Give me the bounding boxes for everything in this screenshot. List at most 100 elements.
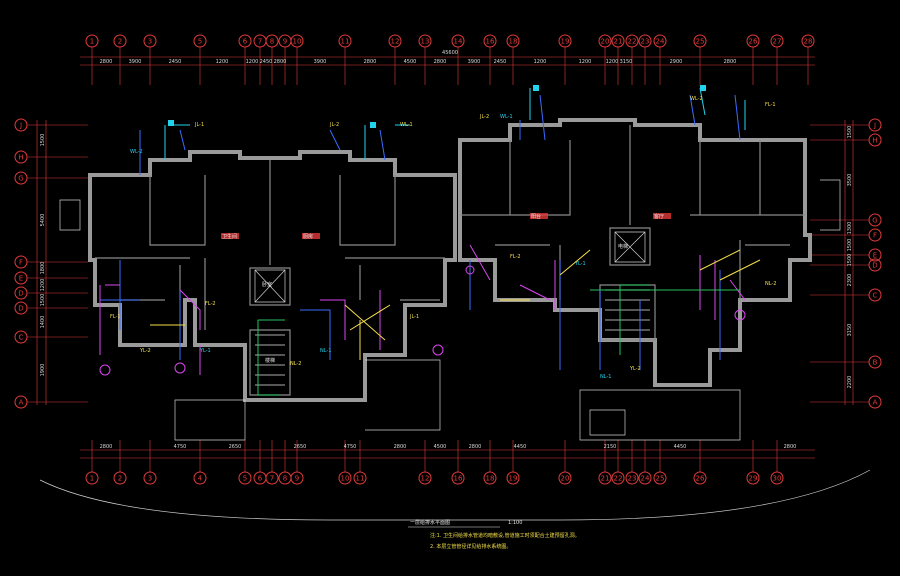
right-dimension: 3500 [847,174,853,187]
svg-text:J: J [19,122,22,130]
svg-text:1: 1 [90,38,94,46]
top-axis-bubble: 21 [611,34,625,85]
bottom-dimension: 4450 [514,444,527,450]
riser-label: NL-1 [600,374,611,380]
top-dimension: 1200 [579,59,592,65]
top-axis-bubble: 27 [770,34,784,85]
title-block: 一层给排水平面图 1:100 注:1. 卫生间给排水管道均暗敷设,管道施工时须配… [408,519,580,550]
bottom-dimension: 2800 [469,444,482,450]
bottom-axis-bubble: 7 [265,440,279,485]
room-tag: 厨房 [303,233,313,240]
svg-text:9: 9 [295,475,299,483]
bottom-dimension: 2800 [394,444,407,450]
svg-text:19: 19 [561,38,570,46]
riser-box-3 [533,85,539,91]
bottom-axis-bubble: 23 [625,440,639,485]
top-axis-bubble: 3 [143,34,157,85]
green-pipe-right [590,284,740,355]
left-axis-bubble: E [14,271,88,285]
top-axis-bubble: 23 [638,34,652,85]
riser-label: WL-2 [130,149,143,155]
svg-text:5: 5 [243,475,247,483]
riser-label: YL-1 [574,261,586,267]
top-axis-bubble: 18 [506,34,520,85]
svg-text:G: G [872,217,877,225]
bottom-axis-bubble: 3 [143,440,157,485]
top-axis-bubble: 5 [193,34,207,85]
top-dimension: 4500 [404,59,417,65]
room-tag-box-1 [221,233,239,239]
svg-text:2: 2 [118,38,122,46]
site-curve [39,469,871,521]
svg-text:8: 8 [283,475,287,483]
svg-text:21: 21 [601,475,610,483]
bottom-axis-bubble: 6 [253,440,267,485]
top-dimension: 1200 [606,59,619,65]
svg-text:24: 24 [656,38,665,46]
room-tag: 电梯 [618,243,628,250]
svg-text:29: 29 [749,475,758,483]
top-dimension: 2450 [169,59,182,65]
svg-text:2: 2 [118,475,122,483]
svg-text:26: 26 [696,475,705,483]
top-dimension: 2800 [100,59,113,65]
svg-text:D: D [18,305,23,313]
svg-text:H: H [18,154,23,162]
svg-text:20: 20 [561,475,570,483]
top-axis-bubble: 14 [451,34,465,85]
svg-text:7: 7 [270,475,274,483]
bottom-axis-bubble: 22 [611,440,625,485]
room-tag-box-4 [653,213,671,219]
svg-text:16: 16 [454,475,463,483]
top-axis-bubble: 16 [483,34,497,85]
svg-text:21: 21 [614,38,623,46]
bottom-axis-bubble: 12 [418,440,432,485]
right-axis-bubble: J [810,118,882,132]
top-dimension: 2800 [724,59,737,65]
riser-label: NL-1 [320,348,331,354]
riser-label: FL-2 [510,254,521,260]
left-axis-bubble: H [14,150,88,164]
svg-text:6: 6 [243,38,248,46]
left-dimension: 1200 [40,279,46,292]
svg-text:20: 20 [601,38,610,46]
right-dimension: 2300 [847,274,853,287]
svg-text:A: A [873,399,878,407]
riser-box-2 [370,122,376,128]
left-ancillary [59,199,441,441]
left-axis-bubble: D [14,286,88,300]
gas-pipe-right [500,249,761,301]
bottom-axis-bubble: 8 [278,440,292,485]
bottom-axis-bubble: 5 [238,440,252,485]
riser-label: FL-1 [110,314,121,320]
bottom-axis-bubble: 2 [113,440,127,485]
riser-label: JL-1 [194,122,204,128]
floor-drain-left-1 [99,364,111,376]
bottom-axis-bubble: 10 [338,440,352,485]
riser-label: YL-1 [199,348,211,354]
svg-text:G: G [18,175,23,183]
left-dimension: 1500 [40,294,46,307]
top-dimension: 2450 [260,59,273,65]
riser-label: WL-1 [500,114,513,120]
water-pipe-left [100,129,386,360]
svg-text:23: 23 [641,38,650,46]
bottom-axis-bubble: 20 [558,440,572,485]
top-axis-bubble: 8 [265,34,279,85]
note-line-2: 2. 本层立管管径详见给排水系统图。 [430,543,511,550]
riser-label: FL-2 [205,301,216,307]
svg-text:11: 11 [341,38,350,46]
floor-drain-left-2 [174,362,186,374]
right-dimension: 1500 [847,239,853,252]
svg-text:C: C [873,292,878,300]
building-plan [39,85,871,521]
right-elevator [614,231,646,263]
note-line-1: 注:1. 卫生间给排水管道均暗敷设,管道施工时须配合土建预留孔洞。 [430,532,580,539]
bottom-axis-bubble: 29 [746,440,760,485]
left-dimension: 1400 [40,316,46,329]
floor-drain-right-1 [734,309,746,321]
top-dimension: 2800 [274,59,287,65]
room-tag-box-3 [530,213,548,219]
